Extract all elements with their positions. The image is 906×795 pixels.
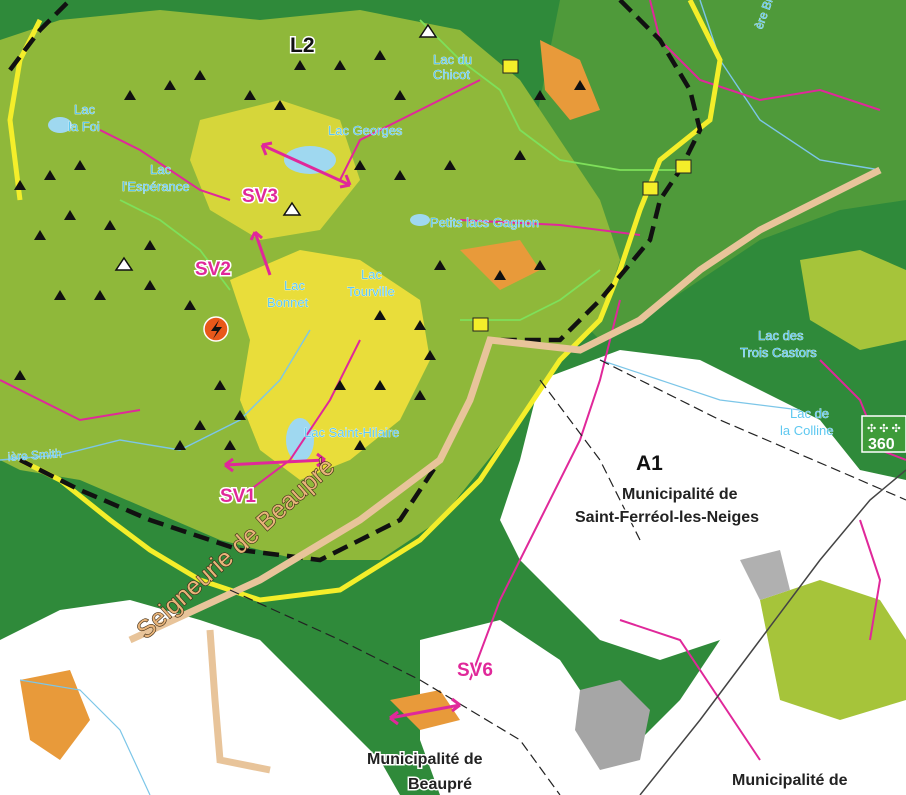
lac-bonnet-label-2: Bonnet [267, 295, 309, 310]
light-patch-e [760, 580, 906, 720]
lac-georges-label: Lac Georges [328, 123, 403, 138]
sv3-label: SV3 [242, 186, 278, 207]
seigneurie-boundary [128, 166, 882, 644]
lac-colline-label-2: la Colline [780, 423, 833, 438]
route-360-badge: ✣ ✣ ✣ 360 [861, 415, 906, 453]
railway [639, 469, 906, 795]
lac-colline-label-1: Lac de [790, 406, 829, 421]
peak-markers [14, 50, 586, 450]
lac-trois-castors-label-2: Trois Castors [740, 345, 817, 360]
cleared-area-center [500, 350, 906, 660]
svg-text:✣ ✣ ✣: ✣ ✣ ✣ [867, 423, 901, 435]
lac-du-chicot-label-1: Lac du [433, 52, 472, 67]
cleared-area-sw [0, 600, 400, 795]
summit-markers [114, 23, 438, 271]
lac-esperance-label-1: Lac [150, 162, 171, 177]
sv1-label: SV1 [220, 486, 256, 507]
black-dashed-boundary [8, 0, 703, 563]
pink-trails [0, 0, 906, 761]
orange-peak-1 [540, 40, 600, 120]
lac-du-chicot-label-2: Chicot [433, 67, 470, 82]
lac-trois-castors-label-1: Lac des [758, 328, 804, 343]
route-number: 360 [868, 436, 895, 453]
petits-lacs-water [410, 214, 430, 226]
a1-label: A1 [636, 452, 663, 475]
l2-label: L2 [290, 34, 315, 57]
municipalite-beaupre-label-2: Beaupré [408, 776, 472, 793]
yellow-highland-2 [190, 100, 360, 240]
municipalite-beaupre-label-1: Municipalité de [367, 751, 483, 768]
admin-lines [229, 359, 906, 795]
sv2-label: SV2 [195, 259, 231, 280]
orange-peak-3 [20, 670, 90, 760]
green-trails [119, 19, 680, 321]
cleared-area-s [420, 620, 640, 795]
seigneurie-boundary-s [206, 629, 271, 774]
lac-saint-hilaire-label: Lac Saint-Hilaire [304, 425, 399, 440]
built-area [575, 680, 650, 770]
orange-peak-2 [460, 240, 540, 290]
lac-tourville-label-1: Lac [361, 267, 382, 282]
sv6-label: SV6 [457, 660, 493, 681]
light-patch-e2 [800, 250, 906, 350]
lac-la-foi-label-2: la Foi [68, 119, 100, 134]
lac-la-foi-label-1: Lac [74, 102, 95, 117]
municipalite-saint-ferreol-label-1: Municipalité de [622, 486, 738, 503]
river-4 [599, 359, 801, 411]
lightning-hazard-icon [203, 316, 229, 342]
river-3 [19, 679, 151, 795]
lac-georges-water [284, 146, 336, 174]
lac-bonnet-label-1: Lac [284, 278, 305, 293]
riviere-smith-label: ière Smith [7, 446, 62, 464]
yellow-square-markers [472, 59, 692, 332]
municipalite-right-label: Municipalité de [732, 772, 848, 789]
lac-esperance-label-2: l'Espérance [122, 179, 190, 194]
lac-la-foi-water [48, 117, 72, 133]
zone-arrows [224, 141, 461, 726]
petits-lacs-gagnon-label: Petits lacs Gagnon [430, 215, 539, 230]
municipalite-saint-ferreol-label-2: Saint-Ferréol-les-Neiges [575, 509, 759, 526]
river-2 [699, 0, 881, 171]
lac-saint-hilaire-water [286, 418, 314, 462]
lac-tourville-label-2: Tourville [347, 284, 395, 299]
yellow-highland [230, 250, 430, 480]
built-area-2 [740, 550, 790, 600]
